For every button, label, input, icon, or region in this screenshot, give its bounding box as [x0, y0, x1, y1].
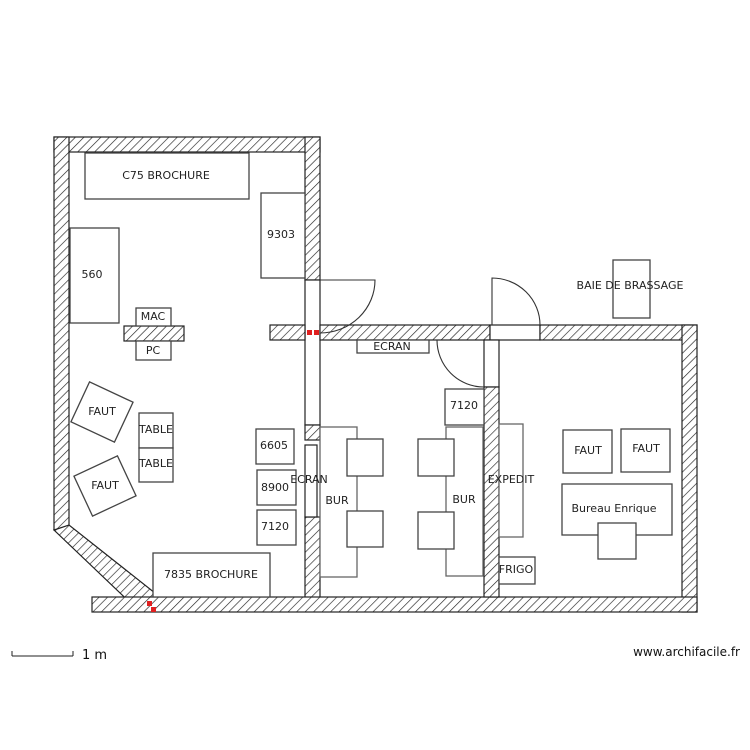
label: MAC: [141, 310, 166, 323]
chair[interactable]: [417, 511, 455, 550]
furniture-pc[interactable]: [135, 340, 172, 361]
room-middle: ECRAN 7120 BUR BUR ECRAN: [290, 339, 485, 578]
room-left: C75 BROCHURE 9303 560 MAC PC FAUT FAUT T…: [69, 152, 306, 598]
scale-bar: 1 m: [11, 648, 107, 663]
armchair[interactable]: [562, 429, 613, 474]
label: FAUT: [632, 442, 660, 455]
wall-left-top: [53, 136, 321, 153]
red-marker: [307, 330, 312, 335]
label: BUR: [325, 494, 349, 507]
label: 7835 BROCHURE: [164, 568, 258, 581]
wall-left-right-upper: [304, 136, 321, 281]
furniture-c75-brochure[interactable]: [84, 152, 250, 200]
door-swing-middle: [436, 339, 485, 388]
label: PC: [146, 344, 161, 357]
armchair[interactable]: [70, 381, 134, 443]
chair[interactable]: [417, 438, 455, 477]
wall-left-right-mid: [304, 424, 321, 441]
wall-mac-pc-bar: [123, 325, 185, 342]
door-frame-left: [304, 279, 321, 426]
furniture-frigo[interactable]: [498, 556, 536, 585]
furniture-7835-brochure[interactable]: [152, 552, 271, 598]
watermark: www.archifacile.fr: [633, 645, 740, 659]
label: TABLE: [138, 423, 173, 436]
furniture-expedit[interactable]: [498, 423, 524, 538]
label: ECRAN: [290, 473, 328, 486]
label: 8900: [261, 481, 289, 494]
furniture-mac[interactable]: [135, 307, 172, 327]
door-swing-right: [491, 277, 541, 326]
room-right: EXPEDIT FRIGO FAUT FAUT Bureau Enrique: [488, 423, 673, 585]
red-marker: [314, 330, 319, 335]
doors: [319, 277, 541, 388]
furniture-560[interactable]: [69, 227, 120, 324]
wall-middle-stub: [269, 324, 306, 341]
network-rack[interactable]: [612, 259, 651, 319]
wall-left-outer: [53, 136, 70, 531]
label: TABLE: [138, 457, 173, 470]
label: ECRAN: [373, 340, 411, 353]
label: Bureau Enrique: [572, 502, 657, 515]
furniture-ecran-top[interactable]: [356, 339, 430, 354]
label: C75 BROCHURE: [122, 169, 210, 182]
label: BAIE DE BRASSAGE: [577, 279, 684, 292]
armchair[interactable]: [620, 428, 671, 473]
wall-divider: [483, 386, 500, 598]
markers: [147, 330, 319, 612]
chair[interactable]: [346, 510, 384, 548]
red-marker: [151, 607, 156, 612]
wall-left-right-lower: [304, 516, 321, 603]
wall-right-top: [539, 324, 698, 341]
chair[interactable]: [597, 522, 637, 560]
furniture-table[interactable]: [138, 412, 174, 449]
furniture-ecran-side[interactable]: [304, 444, 318, 518]
red-marker: [147, 601, 152, 606]
label: EXPEDIT: [488, 473, 535, 486]
wall-bottom: [91, 596, 698, 613]
label: 7120: [261, 520, 289, 533]
wall-right-outer: [681, 324, 698, 613]
label: 7120: [450, 399, 478, 412]
label: FAUT: [88, 405, 116, 418]
label: FAUT: [91, 479, 119, 492]
scale-label: 1 m: [82, 648, 107, 663]
label: 6605: [260, 439, 288, 452]
armchair[interactable]: [73, 455, 137, 517]
furniture-7120-middle[interactable]: [444, 388, 485, 426]
label: 9303: [267, 228, 295, 241]
label: 560: [82, 268, 103, 281]
label: FRIGO: [499, 563, 534, 576]
door-frame-middle: [483, 339, 500, 388]
walls: [52, 136, 698, 613]
label: FAUT: [574, 444, 602, 457]
chair[interactable]: [346, 438, 384, 477]
door-swing-left: [319, 279, 376, 334]
furniture-9303[interactable]: [260, 192, 306, 279]
furniture-8900[interactable]: [256, 469, 297, 506]
label: BUR: [452, 493, 476, 506]
furniture-7120[interactable]: [256, 509, 297, 546]
door-frame-right: [489, 324, 541, 341]
furniture-table[interactable]: [138, 447, 174, 483]
furniture-6605[interactable]: [255, 428, 295, 465]
